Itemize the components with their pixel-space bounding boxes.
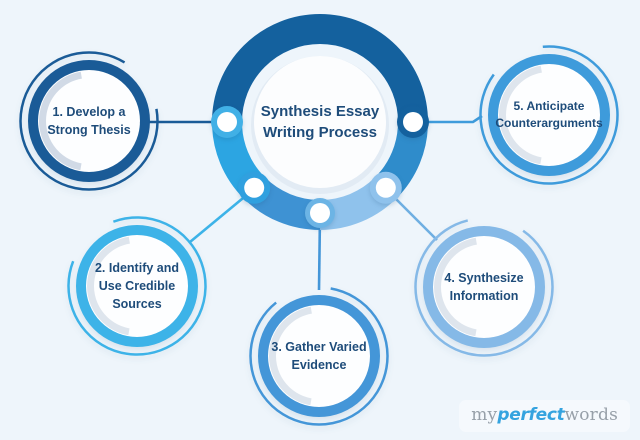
- step-3-ring: [258, 295, 380, 417]
- step-5-bubble: 5. Anticipate Counterarguments: [469, 35, 629, 195]
- step-5-ring: [488, 54, 610, 176]
- logo-prefix: my: [471, 405, 498, 425]
- step-4-face: [433, 236, 535, 338]
- step-1-rings: [19, 51, 159, 191]
- dot-bottom-right: [375, 177, 396, 198]
- step-2-label: 2. Identify and Use Credible Sources: [94, 260, 180, 312]
- central-donut: [211, 14, 429, 231]
- step-5-outer-arc: [479, 45, 619, 185]
- step-2-bubble: 2. Identify and Use Credible Sources: [57, 206, 217, 366]
- step-4-rings: [414, 217, 554, 357]
- brand-logo: myperfectwords: [459, 400, 630, 432]
- step-5-label: 5. Anticipate Counterarguments: [495, 98, 603, 130]
- step-2-outer-arc: [67, 216, 207, 356]
- step-5-rings: [479, 45, 619, 185]
- donut-segment-top: [212, 14, 428, 123]
- step-1-ring: [28, 60, 150, 182]
- logo-highlight: perfect: [497, 405, 565, 425]
- step-2-face: [86, 235, 188, 337]
- dot-bottom: [310, 203, 330, 223]
- step-1-bubble: 1. Develop a Strong Thesis: [9, 41, 169, 201]
- node-dots: [211, 106, 429, 228]
- step-4-label: 4. Synthesize Information: [444, 270, 524, 303]
- step-3-bubble: 3. Gather Varied Evidence: [239, 276, 399, 436]
- dot-right: [403, 112, 423, 132]
- connector-step-5: [413, 114, 483, 124]
- step-2-ring: [76, 225, 198, 347]
- dot-left: [217, 112, 237, 132]
- step-2-inner-shadow: [87, 236, 187, 336]
- step-4-bubble: 4. Synthesize Information: [404, 207, 564, 367]
- step-3-outer-arc: [249, 286, 389, 426]
- step-4-outer-arc: [414, 217, 554, 357]
- step-1-inner-shadow: [39, 71, 139, 171]
- dot-bottom-left: [244, 177, 265, 198]
- step-2-rings: [67, 216, 207, 356]
- logo-suffix: words: [564, 405, 618, 425]
- step-3-face: [268, 305, 370, 407]
- step-1-label: 1. Develop a Strong Thesis: [47, 104, 131, 137]
- step-4-inner-shadow: [434, 237, 534, 337]
- inner-circle: [254, 56, 386, 188]
- step-3-inner-shadow: [269, 306, 369, 406]
- step-5-face: [498, 64, 600, 166]
- step-3-label: 3. Gather Varied Evidence: [271, 339, 367, 372]
- step-5-inner-shadow: [499, 65, 600, 165]
- diagram-title: Synthesis Essay Writing Process: [260, 103, 380, 141]
- step-1-face: [38, 70, 140, 172]
- step-1-outer-arc: [19, 51, 159, 191]
- step-3-rings: [249, 286, 389, 426]
- step-4-ring: [423, 226, 545, 348]
